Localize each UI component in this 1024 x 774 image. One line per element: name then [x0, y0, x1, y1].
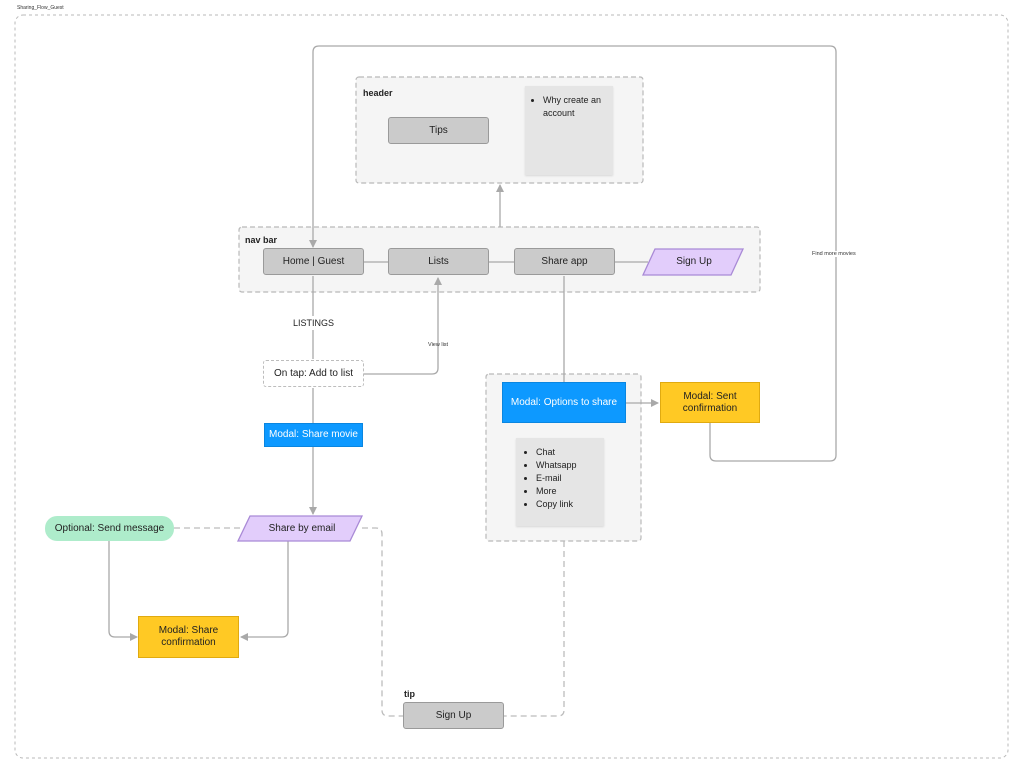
share-option-item: Chat — [536, 446, 598, 459]
home-guest-node[interactable]: Home | Guest — [263, 248, 364, 275]
optional-send-message-node[interactable]: Optional: Send message — [45, 516, 174, 541]
modal-share-movie-node[interactable]: Modal: Share movie — [264, 423, 363, 447]
header-note-list: Why create an account — [532, 94, 607, 120]
connector-email-shareconf — [240, 541, 289, 641]
share-by-email-shape[interactable] — [236, 515, 364, 542]
share-by-email-label: Share by email — [268, 522, 336, 534]
share-options-list: Chat Whatsapp E-mail More Copy link — [525, 446, 598, 511]
nav-bar-group-label: nav bar — [245, 235, 278, 245]
frame-title: Sharing_Flow_Guest — [17, 5, 64, 11]
sign-up-nav-shape[interactable] — [641, 248, 745, 276]
connector-email-tip-signup — [362, 527, 403, 717]
header-note: Why create an account — [525, 86, 613, 175]
find-more-movies-label: Find more movies — [811, 251, 857, 257]
connector-view-list — [364, 277, 442, 375]
tips-node[interactable]: Tips — [388, 117, 489, 144]
header-note-item: Why create an account — [543, 94, 607, 120]
on-tap-add-to-list-node[interactable]: On tap: Add to list — [263, 360, 364, 387]
connector-sharegroup-tip-signup — [504, 541, 565, 717]
share-app-node[interactable]: Share app — [514, 248, 615, 275]
share-option-item: E-mail — [536, 472, 598, 485]
frame-border — [14, 14, 1009, 759]
modal-share-confirmation-node[interactable]: Modal: Share confirmation — [138, 616, 239, 658]
sign-up-tip-node[interactable]: Sign Up — [403, 702, 504, 729]
tip-group-label: tip — [404, 689, 415, 699]
share-options-note: Chat Whatsapp E-mail More Copy link — [516, 438, 604, 526]
sign-up-nav-label: Sign Up — [676, 256, 712, 267]
connector-optional-shareconf — [108, 541, 138, 641]
listings-label: LISTINGS — [293, 318, 335, 328]
share-option-item: More — [536, 485, 598, 498]
modal-sent-confirmation-node[interactable]: Modal: Sent confirmation — [660, 382, 760, 423]
share-option-item: Whatsapp — [536, 459, 598, 472]
share-option-item: Copy link — [536, 498, 598, 511]
header-group-label: header — [363, 88, 393, 98]
modal-options-to-share-node[interactable]: Modal: Options to share — [502, 382, 626, 423]
lists-node[interactable]: Lists — [388, 248, 489, 275]
view-list-label: View list — [428, 342, 449, 348]
